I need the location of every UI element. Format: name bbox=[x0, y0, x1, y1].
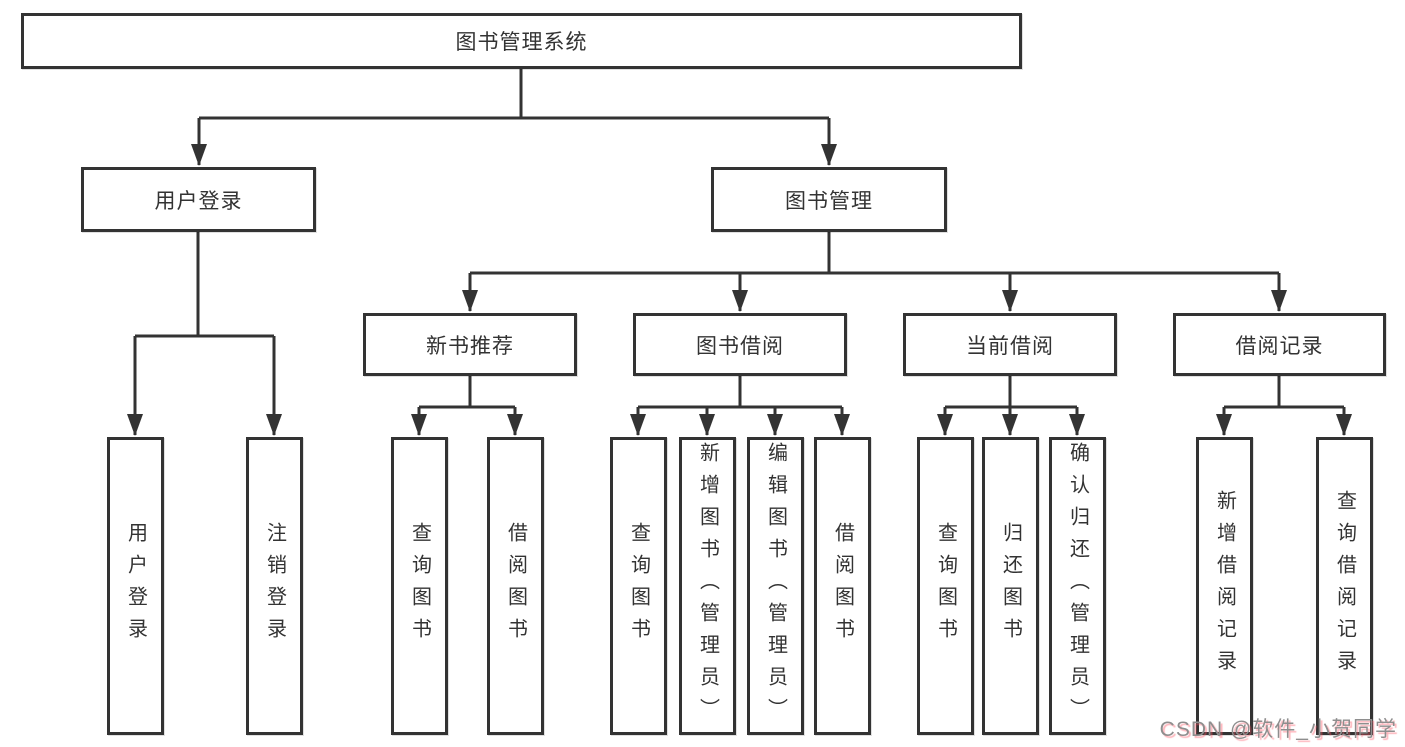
node-new-book-recommend: 新书推荐 bbox=[363, 313, 577, 376]
leaf-label: 查询借阅记录 bbox=[1333, 490, 1356, 682]
node-user-login: 用户登录 bbox=[81, 167, 316, 232]
leaf-query-books-current: 查询图书 bbox=[917, 437, 974, 735]
leaf-label: 确认归还（管理员） bbox=[1066, 442, 1089, 730]
leaf-edit-book-admin: 编辑图书（管理员） bbox=[747, 437, 804, 735]
leaf-label: 查询图书 bbox=[627, 522, 650, 650]
leaf-query-borrow-record: 查询借阅记录 bbox=[1316, 437, 1373, 735]
leaf-label: 新增借阅记录 bbox=[1213, 490, 1236, 682]
leaf-borrow-books-recommend: 借阅图书 bbox=[487, 437, 544, 735]
leaf-label: 借阅图书 bbox=[504, 522, 527, 650]
leaf-add-borrow-record: 新增借阅记录 bbox=[1196, 437, 1253, 735]
leaf-label: 注销登录 bbox=[263, 522, 286, 650]
node-book-borrow: 图书借阅 bbox=[633, 313, 847, 376]
leaf-return-book: 归还图书 bbox=[982, 437, 1039, 735]
leaf-label: 编辑图书（管理员） bbox=[764, 442, 787, 730]
csdn-watermark: CSDN @软件_小贺同学 bbox=[1159, 718, 1397, 741]
leaf-confirm-return-admin: 确认归还（管理员） bbox=[1049, 437, 1106, 735]
leaf-user-login: 用户登录 bbox=[107, 437, 164, 735]
node-borrow-records: 借阅记录 bbox=[1173, 313, 1386, 376]
node-book-management: 图书管理 bbox=[711, 167, 947, 232]
leaf-label: 查询图书 bbox=[408, 522, 431, 650]
leaf-logout: 注销登录 bbox=[246, 437, 303, 735]
node-current-borrow: 当前借阅 bbox=[903, 313, 1117, 376]
leaf-label: 用户登录 bbox=[124, 522, 147, 650]
leaf-label: 借阅图书 bbox=[831, 522, 854, 650]
leaf-label: 查询图书 bbox=[934, 522, 957, 650]
leaf-label: 新增图书（管理员） bbox=[696, 442, 719, 730]
leaf-query-books-recommend: 查询图书 bbox=[391, 437, 448, 735]
leaf-add-book-admin: 新增图书（管理员） bbox=[679, 437, 736, 735]
leaf-label: 归还图书 bbox=[999, 522, 1022, 650]
node-root: 图书管理系统 bbox=[21, 13, 1022, 69]
leaf-borrow-books: 借阅图书 bbox=[814, 437, 871, 735]
leaf-query-books-borrow: 查询图书 bbox=[610, 437, 667, 735]
